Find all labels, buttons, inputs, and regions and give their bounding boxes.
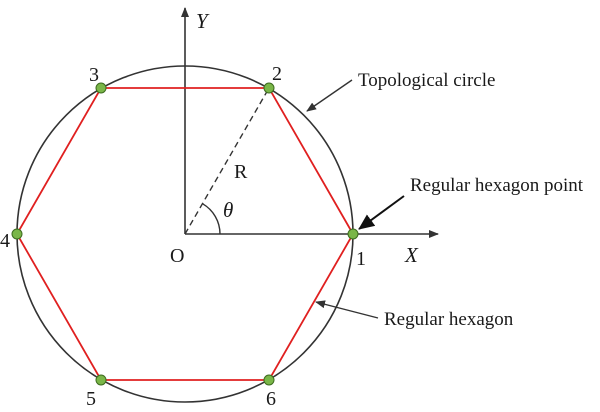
- vertex-label-3: 3: [89, 64, 99, 86]
- vertex-point-6: [263, 374, 275, 386]
- vertex-label-5: 5: [86, 388, 96, 410]
- radius-label: R: [234, 161, 248, 183]
- x-axis-label: X: [404, 243, 419, 267]
- circle-callout-arrow: [306, 79, 353, 112]
- vertex-label-2: 2: [272, 63, 282, 85]
- vertex-point-5: [95, 374, 107, 386]
- angle-label: θ: [223, 198, 233, 222]
- hexagon-callout-arrow: [315, 300, 379, 319]
- origin-label: O: [170, 245, 184, 267]
- radius-line: [184, 87, 270, 235]
- y-axis-label: Y: [196, 9, 210, 33]
- vertex-points: [11, 82, 359, 386]
- point-annotation: Regular hexagon point: [410, 175, 584, 196]
- point-callout-arrow: [358, 195, 405, 230]
- vertex-point-3: [95, 82, 107, 94]
- vertex-point-1: [347, 228, 359, 240]
- hexagon-annotation: Regular hexagon: [384, 309, 514, 330]
- circle-annotation: Topological circle: [358, 70, 495, 91]
- vertex-label-6: 6: [266, 388, 276, 410]
- vertex-point-2: [263, 82, 275, 94]
- vertex-label-4: 4: [0, 230, 10, 252]
- vertex-point-4: [11, 228, 23, 240]
- vertex-label-1: 1: [356, 248, 366, 270]
- angle-arc: [202, 203, 221, 235]
